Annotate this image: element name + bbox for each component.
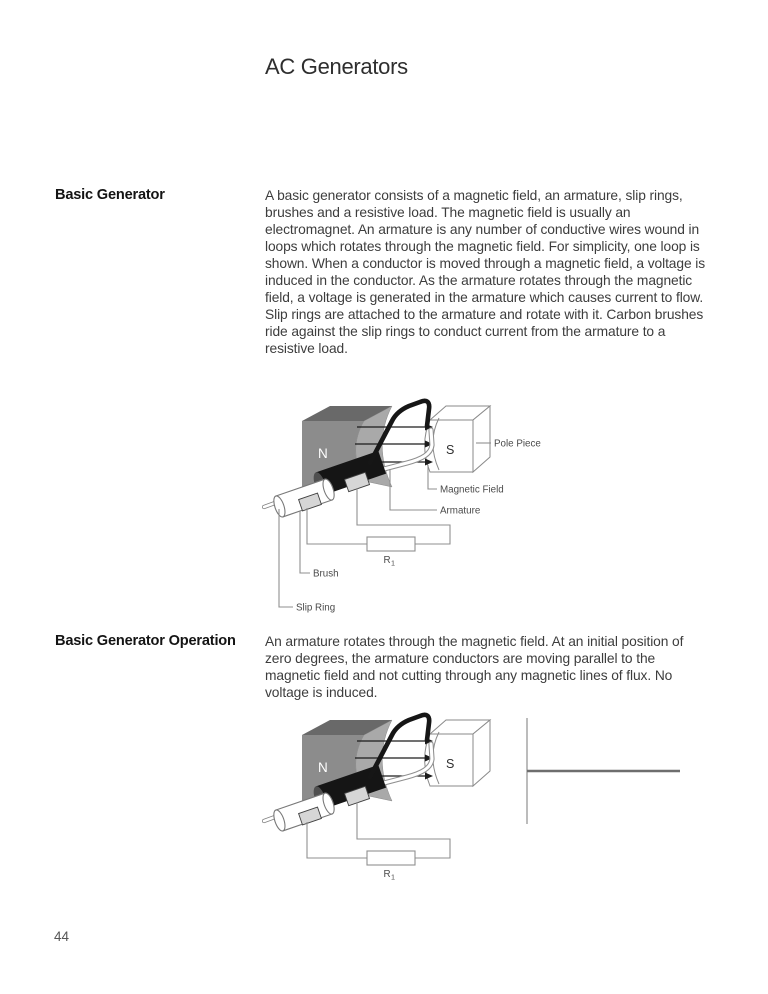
resistor-label-subscript: 1 (391, 559, 395, 568)
load-circuit (306, 802, 451, 866)
generator-diagram: N S (261, 712, 492, 882)
wire-right (356, 802, 451, 859)
section-body-basic-generator-operation: An armature rotates through the magnetic… (265, 634, 684, 700)
north-pole-label: N (318, 446, 328, 461)
brush-rear (343, 785, 371, 807)
load-circuit (306, 488, 451, 552)
section-heading-basic-generator-operation: Basic Generator Operation (55, 633, 236, 649)
pole-piece-label: Pole Piece (494, 439, 541, 450)
resistor-label: R (384, 869, 391, 880)
wire-left (306, 508, 367, 545)
south-pole-label: S (446, 757, 454, 771)
brush-label: Brush (313, 569, 339, 580)
armature-leader (389, 469, 437, 511)
wire-right (356, 488, 451, 545)
zero-voltage-graph (526, 718, 680, 824)
generator-diagram: N S (261, 398, 492, 568)
brush-front (298, 806, 322, 826)
armature-loop-conductor (367, 398, 432, 466)
slip-ring-label: Slip Ring (296, 603, 335, 614)
basic-generator-svg: N S (261, 398, 541, 614)
magnetic-field-leader (427, 465, 437, 490)
brush-leader (299, 511, 310, 574)
page-title: AC Generators (265, 54, 408, 79)
page-number: 44 (54, 929, 70, 944)
resistor (366, 536, 416, 552)
resistor-label-subscript: 1 (391, 873, 395, 882)
generator-operation-svg: N S (261, 712, 680, 882)
brush-front (298, 492, 322, 512)
armature-loop-conductor (367, 712, 432, 780)
north-pole-label: N (318, 760, 328, 775)
figure-callouts: Pole Piece Magnetic Field Armature Brush… (278, 439, 541, 614)
armature-label: Armature (440, 506, 481, 517)
resistor-label: R (384, 555, 391, 566)
south-pole-label: S (446, 443, 454, 457)
generator-operation-figure: N S (261, 711, 692, 896)
south-pole-piece: S (424, 404, 492, 474)
slip-ring-leader (278, 509, 293, 608)
wire-left (306, 822, 367, 859)
brush-rear (343, 471, 371, 493)
south-pole-piece: S (424, 718, 492, 788)
resistor (366, 850, 416, 866)
basic-generator-figure: N S (261, 397, 562, 634)
magnetic-field-label: Magnetic Field (440, 485, 504, 496)
section-body-basic-generator: A basic generator consists of a magnetic… (265, 188, 706, 356)
section-heading-basic-generator: Basic Generator (55, 187, 165, 203)
